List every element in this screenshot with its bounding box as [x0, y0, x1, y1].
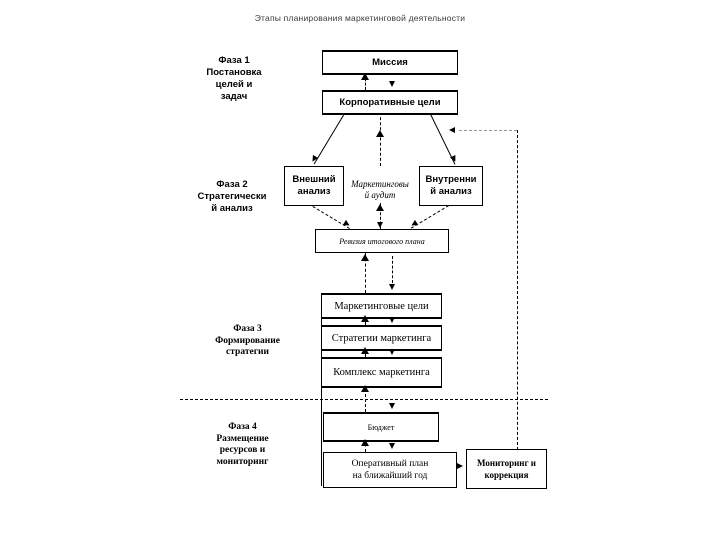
- arrow-up-icon: [361, 315, 369, 322]
- feedback-top-dashed-line: [459, 130, 517, 131]
- connector-line: [392, 256, 393, 283]
- phase-2-label: Фаза 2 Стратегически й анализ: [197, 179, 267, 214]
- arrow-down-icon: [449, 154, 459, 164]
- feedback-dashed-line: [517, 130, 518, 450]
- arrow-down-icon: [389, 403, 395, 409]
- node-external-analysis: Внешний анализ: [284, 166, 344, 206]
- node-monitoring: Мониторинг и коррекция: [466, 449, 547, 489]
- arrow-up-icon: [361, 439, 369, 446]
- arrow-down-icon: [389, 443, 395, 449]
- phase-3-label: Фаза 3 Формирование стратегии: [215, 324, 280, 357]
- node-operational-plan: Оперативный план на ближайший год: [323, 452, 457, 488]
- node-corporate-goals: Корпоративные цели: [322, 90, 458, 115]
- phase-separator-dashed-line: [180, 399, 548, 400]
- arrow-up-icon: [376, 130, 384, 137]
- arrow-down-icon: [342, 219, 352, 229]
- arrow-right-icon: [457, 463, 463, 469]
- arrow-down-icon: [389, 81, 395, 87]
- node-marketing-strategies: Стратегии маркетинга: [321, 325, 442, 351]
- node-marketing-goals: Маркетинговые цели: [321, 293, 442, 319]
- left-spine-line: [321, 293, 322, 486]
- arrow-up-icon: [361, 385, 369, 392]
- arrow-down-icon: [389, 317, 395, 323]
- arrow-down-icon: [377, 222, 383, 228]
- arrow-down-icon: [389, 349, 395, 355]
- arrow-down-icon: [389, 284, 395, 290]
- arrow-left-icon: [449, 127, 455, 133]
- connector-line: [365, 74, 366, 90]
- connector-line: [365, 384, 366, 412]
- node-marketing-audit: Маркетинговы й аудит: [344, 179, 416, 201]
- node-mission: Миссия: [322, 50, 458, 75]
- phase-1-label: Фаза 1 Постановка целей и задач: [206, 55, 262, 102]
- phase-4-label: Фаза 4 Размещение ресурсов и мониторинг: [216, 422, 269, 467]
- connector-line: [365, 253, 366, 293]
- arrow-up-icon: [361, 254, 369, 261]
- node-budget: Бюджет: [323, 412, 439, 442]
- arrow-up-icon: [376, 204, 384, 211]
- page-title: Этапы планирования маркетинговой деятель…: [254, 13, 466, 23]
- connector-line: [313, 111, 346, 165]
- connector-line: [380, 203, 381, 229]
- node-internal-analysis: Внутренни й анализ: [419, 166, 483, 206]
- arrow-up-icon: [361, 347, 369, 354]
- connector-line: [380, 112, 381, 166]
- node-marketing-mix: Комплекс маркетинга: [321, 357, 442, 388]
- arrow-up-icon: [361, 73, 369, 80]
- node-plan-revision: Ревизия итогового плана: [315, 229, 449, 253]
